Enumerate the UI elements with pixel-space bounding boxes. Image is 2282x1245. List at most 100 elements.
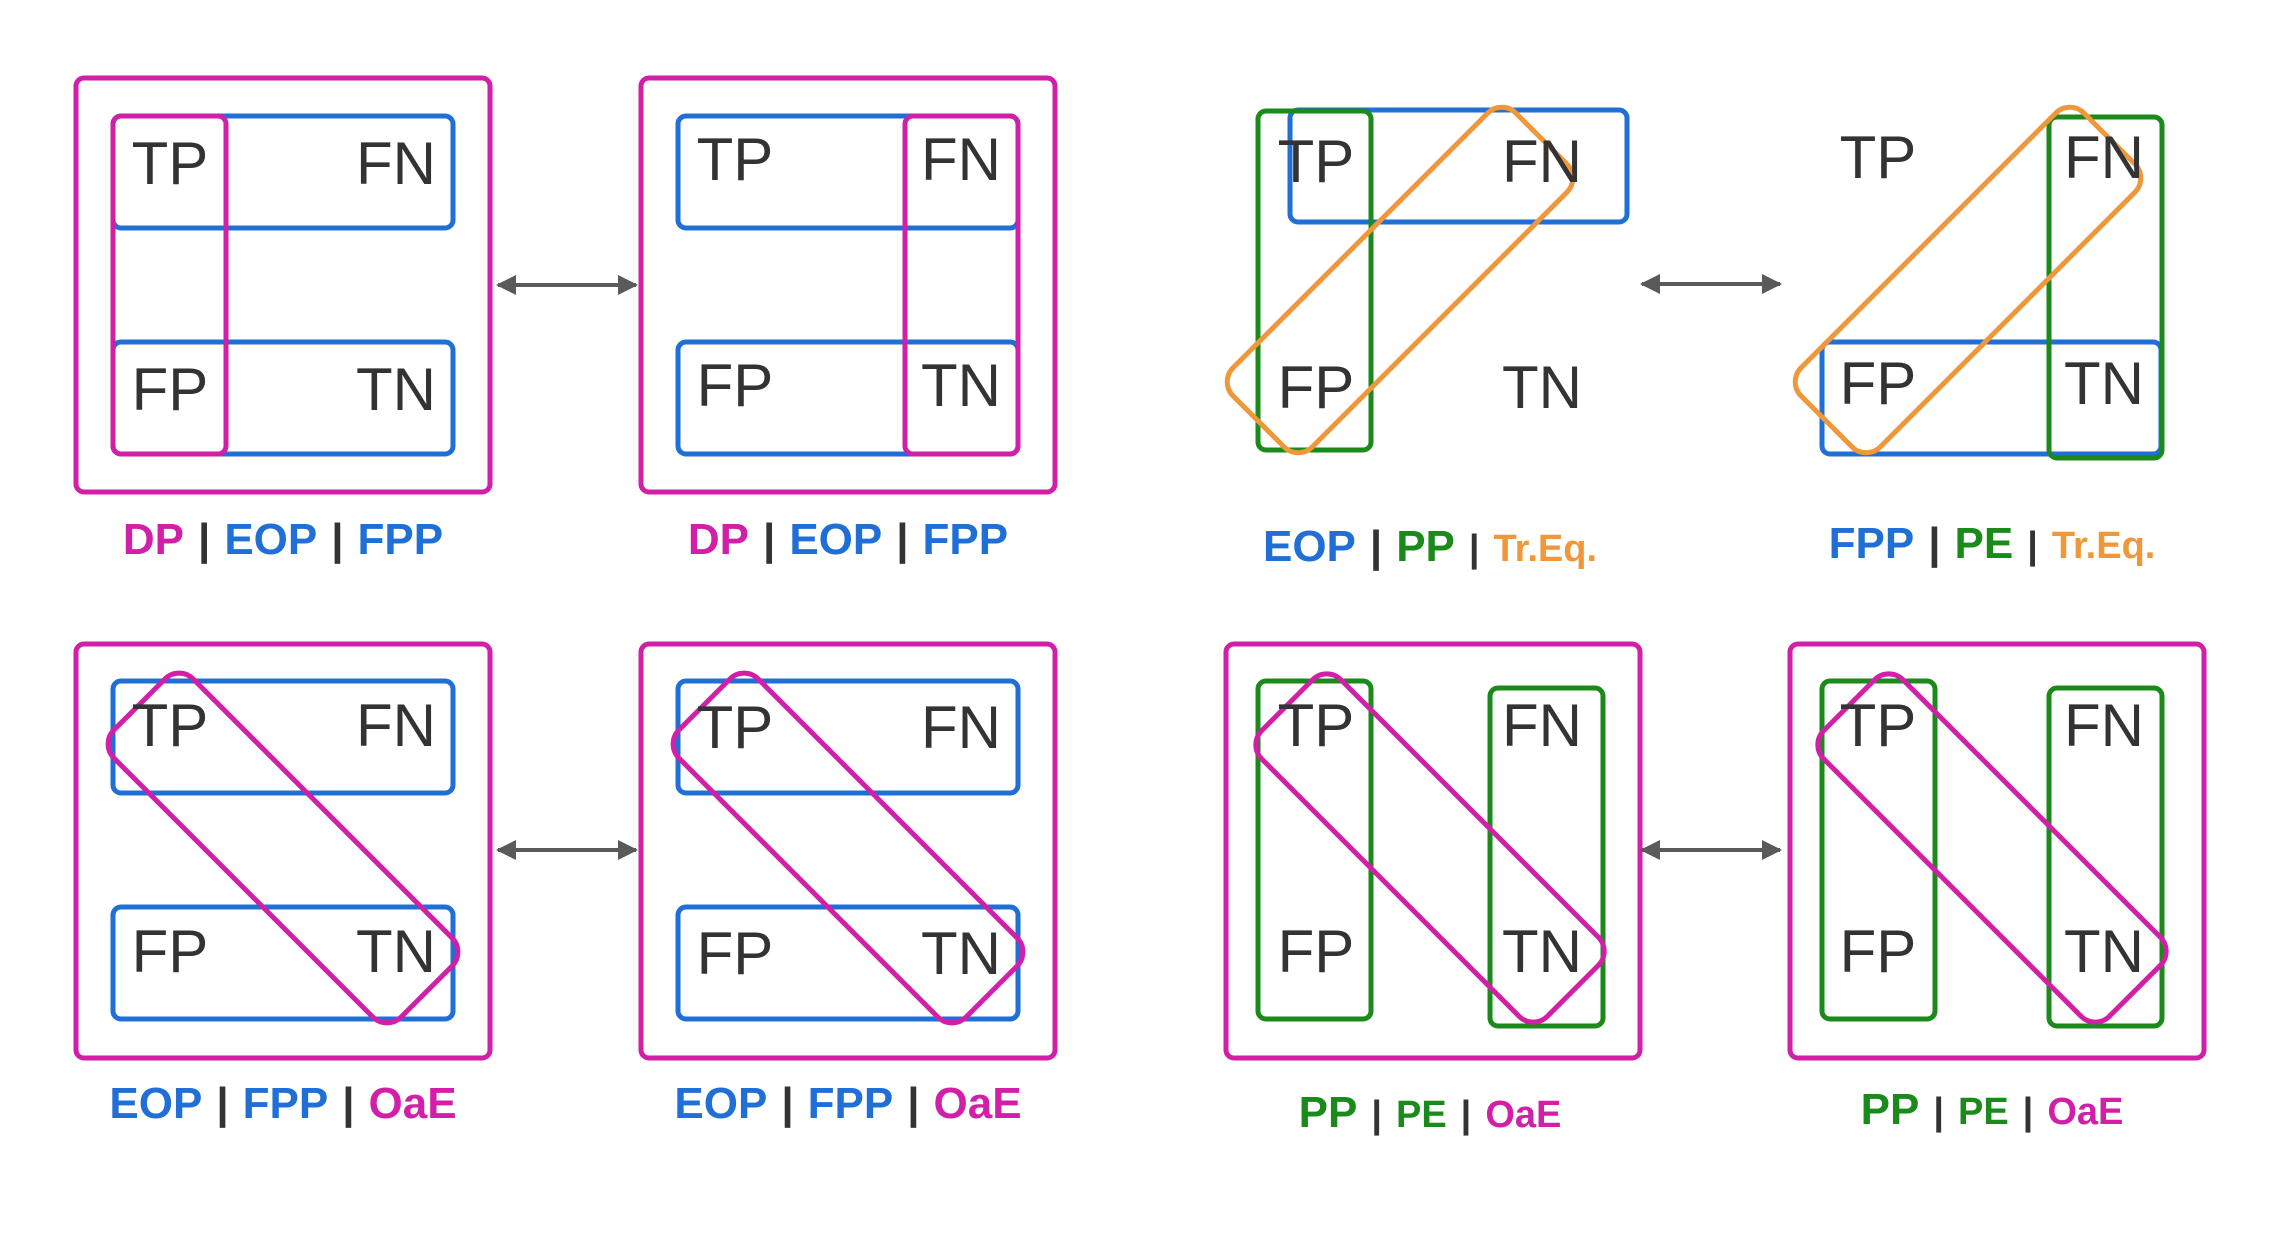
cell-tn: TN xyxy=(356,918,436,985)
caption-r2p3: PP | PE | OaE xyxy=(1299,1088,1562,1138)
caption-term: EOP xyxy=(1262,522,1356,571)
cell-fp: FP xyxy=(132,356,209,423)
outer-frame xyxy=(73,641,493,1061)
cell-tp: TP xyxy=(1278,692,1355,759)
diagonal-box-anti xyxy=(1792,104,2144,456)
cell-fn: FN xyxy=(1502,692,1582,759)
row-box-top xyxy=(110,678,456,796)
cell-tp: TP xyxy=(132,130,209,197)
caption-term: PE xyxy=(1954,519,2014,568)
cell-tn: TN xyxy=(1502,918,1582,985)
caption-separator: | xyxy=(896,515,909,564)
caption-r1p4: FPP | PE | Tr.Eq. xyxy=(1829,519,2156,569)
caption-r2p4: PP|PE|OaE xyxy=(1861,1085,2124,1135)
caption-term: PP xyxy=(1396,522,1455,571)
column-box-right xyxy=(2046,114,2165,461)
caption-term: PE xyxy=(1957,1091,2009,1133)
cell-fp: FP xyxy=(1278,918,1355,985)
caption-separator: | xyxy=(1933,1091,1944,1133)
cell-fp: FP xyxy=(1278,354,1355,421)
caption-separator: | xyxy=(1369,522,1383,571)
caption-separator: | xyxy=(342,1079,355,1128)
column-box-left xyxy=(110,113,229,457)
caption-separator: | xyxy=(907,1079,920,1128)
cell-tp: TP xyxy=(132,692,209,759)
column-box-left xyxy=(1255,108,1374,453)
panel-r2p3: TP FN FP TN xyxy=(1223,641,1643,1061)
panel-r1p3: TP FN FP TN xyxy=(1224,104,1630,456)
diagonal-box-main xyxy=(105,670,461,1026)
caption-r2p1: EOP|FPP|OaE xyxy=(109,1079,456,1129)
cell-tn: TN xyxy=(2064,918,2144,985)
row-box-top xyxy=(675,678,1021,796)
cell-tn: TN xyxy=(921,920,1001,987)
caption-term: FPP xyxy=(1828,519,1915,568)
outer-frame xyxy=(638,75,1058,495)
cell-fn: FN xyxy=(1502,128,1582,195)
caption-term: FPP xyxy=(922,515,1009,564)
caption-separator: | xyxy=(781,1079,794,1128)
caption-separator: | xyxy=(1460,1094,1472,1136)
caption-separator: | xyxy=(2027,525,2038,567)
panel-r2p2: TP FN FP TN xyxy=(638,641,1058,1061)
caption-term: DP xyxy=(687,515,749,564)
cell-fp: FP xyxy=(697,920,774,987)
caption-separator: | xyxy=(331,515,344,564)
caption-term: FPP xyxy=(807,1079,894,1128)
cell-fn: FN xyxy=(2064,692,2144,759)
cell-tp: TP xyxy=(697,694,774,761)
cell-fn: FN xyxy=(921,126,1001,193)
caption-term: FPP xyxy=(242,1079,329,1128)
caption-term: OaE xyxy=(933,1079,1022,1128)
cell-tp: TP xyxy=(1278,128,1355,195)
caption-term: PP xyxy=(1860,1085,1920,1134)
caption-r1p3: EOP|PP|Tr.Eq. xyxy=(1263,522,1597,572)
cell-fp: FP xyxy=(1840,918,1917,985)
caption-term: DP xyxy=(122,515,184,564)
cell-tn: TN xyxy=(921,352,1001,419)
cell-fp: FP xyxy=(697,352,774,419)
caption-separator: | xyxy=(2022,1091,2034,1133)
row-box-top xyxy=(1287,107,1630,225)
caption-term: EOP xyxy=(789,515,883,564)
diagonal-box-main xyxy=(1253,671,1607,1025)
cell-tp: TP xyxy=(1840,124,1917,191)
caption-separator: | xyxy=(1928,519,1941,568)
cell-tn: TN xyxy=(2064,350,2144,417)
diagonal-box-main xyxy=(1815,671,2169,1025)
cell-fn: FN xyxy=(356,130,436,197)
outer-frame xyxy=(638,641,1058,1061)
column-box-right xyxy=(902,113,1021,457)
cell-tp: TP xyxy=(1840,692,1917,759)
panel-r2p4: TP FN FP TN xyxy=(1787,641,2207,1061)
diagonal-box-main xyxy=(670,670,1026,1026)
caption-r1p2: DP | EOP | FPP xyxy=(688,515,1008,565)
column-box-left xyxy=(1819,678,1938,1022)
cell-tn: TN xyxy=(1502,354,1582,421)
caption-separator: | xyxy=(763,515,776,564)
column-box-right xyxy=(1487,685,1606,1029)
caption-term: PP xyxy=(1298,1088,1358,1137)
caption-term: EOP xyxy=(109,1079,203,1128)
caption-separator: | xyxy=(1468,528,1480,570)
caption-r1p1: DP | EOP | FPP xyxy=(123,515,443,565)
outer-frame xyxy=(1787,641,2207,1061)
outer-frame xyxy=(73,75,493,495)
panel-r2p1: TP FN FP TN xyxy=(73,641,493,1061)
caption-separator: | xyxy=(216,1079,229,1128)
panel-r1p2: TP FN FP TN xyxy=(638,75,1058,495)
caption-term: EOP xyxy=(674,1079,768,1128)
caption-term: FPP xyxy=(357,515,444,564)
caption-separator: | xyxy=(1371,1094,1382,1136)
caption-term: OaE xyxy=(1485,1094,1562,1136)
caption-term: EOP xyxy=(224,515,318,564)
caption-term: PE xyxy=(1395,1094,1447,1136)
panel-r1p1: TP FN FP TN xyxy=(73,75,493,495)
cell-tp: TP xyxy=(697,126,774,193)
column-box-right xyxy=(2046,685,2165,1029)
caption-separator: | xyxy=(198,515,211,564)
cell-fp: FP xyxy=(1840,350,1917,417)
caption-r2p2: EOP | FPP | OaE xyxy=(674,1079,1021,1129)
caption-term: Tr.Eq. xyxy=(2051,525,2156,567)
